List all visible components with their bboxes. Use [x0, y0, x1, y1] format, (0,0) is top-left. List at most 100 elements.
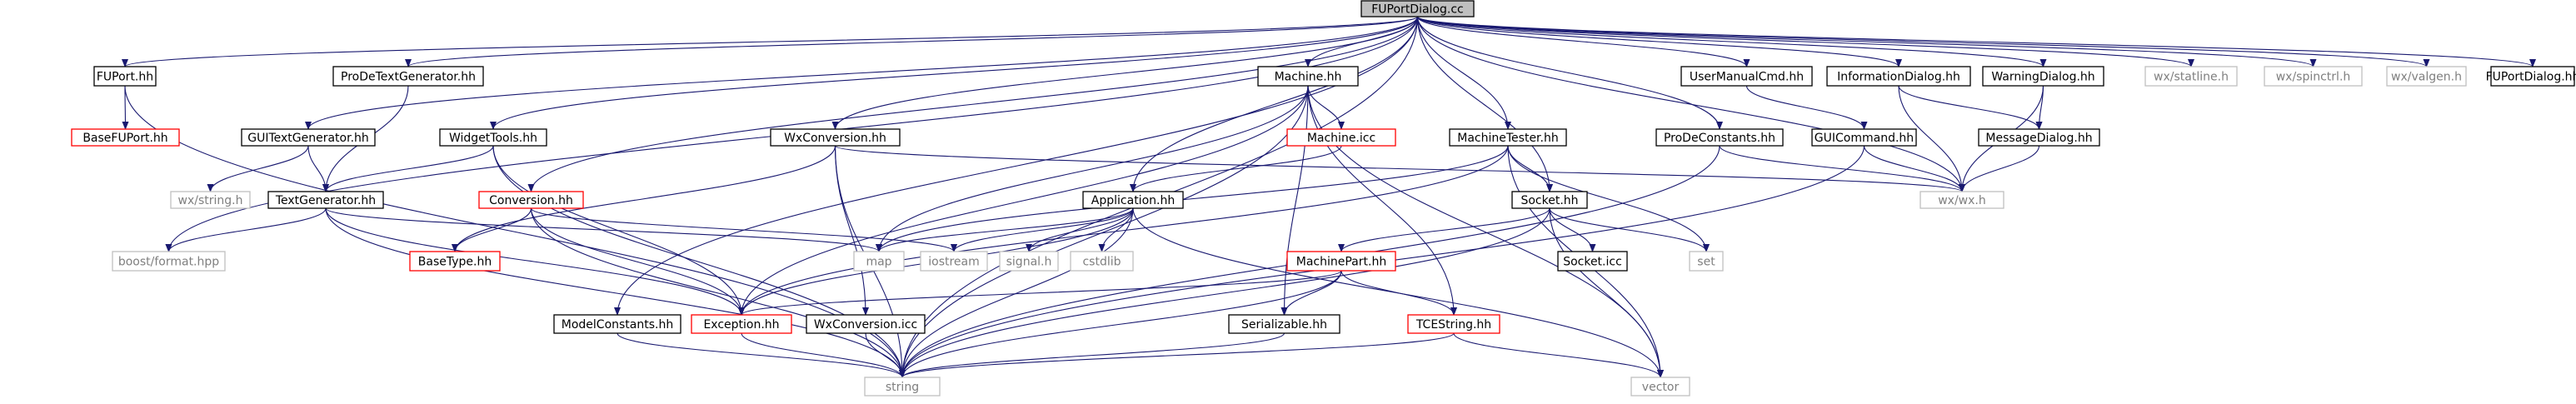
- edge-tcestring-to-string: [899, 332, 1455, 378]
- node-informationdialog-hh[interactable]: InformationDialog.hh: [1826, 66, 1971, 87]
- edge-informationdialog-to-messagedialog: [1898, 85, 2043, 130]
- edge-wxconversion-to-basetype: [452, 145, 836, 252]
- node-wx-string-h: wx/string.h: [170, 191, 251, 209]
- node-label: ModelConstants.hh: [562, 318, 673, 332]
- edge-root-to-fuportdialoghh: [1416, 16, 2536, 67]
- edge-root-to-widgettools: [490, 16, 1419, 130]
- edge-exception-to-string: [741, 332, 906, 378]
- edge-root-to-application: [1130, 16, 1419, 192]
- node-box: [2386, 66, 2467, 87]
- node-wxconversion-icc[interactable]: WxConversion.icc: [806, 314, 926, 334]
- edge-machinetester-to-map: [876, 145, 1509, 252]
- node-label: WxConversion.icc: [814, 318, 917, 332]
- node-socket-icc[interactable]: Socket.icc: [1557, 251, 1628, 272]
- node-label: FUPort.hh: [97, 71, 153, 84]
- node-signal-h: signal.h: [999, 251, 1059, 272]
- node-box: [691, 314, 792, 334]
- node-box: [1680, 66, 1813, 87]
- node-box: [170, 191, 251, 209]
- node-wx-wx-h: wx/wx.h: [1920, 191, 2004, 209]
- node-messagedialog-hh[interactable]: MessageDialog.hh: [1978, 128, 2100, 147]
- edge-machinetester-to-socket: [1507, 145, 1553, 192]
- node-box: [1070, 251, 1134, 272]
- node-box: [920, 251, 988, 272]
- edge-root-to-wxspinctrl: [1416, 16, 2317, 67]
- node-warningdialog-hh[interactable]: WarningDialog.hh: [1982, 66, 2104, 87]
- edge-root-to-guitextgenerator: [305, 16, 1419, 130]
- node-serializable-hh[interactable]: Serializable.hh: [1228, 314, 1340, 334]
- node-label: ProDeConstants.hh: [1664, 132, 1775, 145]
- node-label: set: [1697, 256, 1715, 269]
- node-machine-icc[interactable]: Machine.icc: [1286, 128, 1396, 147]
- edge-modelconstants-to-string: [617, 332, 906, 378]
- node-label: FUPortDialog.cc: [1371, 3, 1464, 17]
- node-label: wx/string.h: [178, 194, 243, 207]
- edge-root-to-wxwx: [1416, 16, 1965, 192]
- node-textgenerator-hh[interactable]: TextGenerator.hh: [267, 191, 384, 209]
- node-usermanualcmd-hh[interactable]: UserManualCmd.hh: [1680, 66, 1813, 87]
- node-label: ProDeTextGenerator.hh: [341, 71, 476, 84]
- node-label: MessageDialog.hh: [1985, 132, 2092, 145]
- node-label: vector: [1642, 381, 1680, 394]
- edge-machine-to-exception: [738, 85, 1309, 316]
- node-box: [2490, 66, 2575, 87]
- edge-socket-to-set: [1549, 207, 1710, 252]
- node-machine-hh[interactable]: Machine.hh: [1257, 66, 1359, 87]
- node-label: MachinePart.hh: [1296, 256, 1386, 269]
- edge-socket-to-string: [899, 207, 1550, 378]
- node-prodetextgenerator-hh[interactable]: ProDeTextGenerator.hh: [332, 66, 484, 87]
- edge-textgenerator-to-string: [325, 207, 906, 378]
- node-wxconversion-hh[interactable]: WxConversion.hh: [770, 128, 901, 147]
- node-box: [999, 251, 1059, 272]
- node-prodeconstants-hh[interactable]: ProDeConstants.hh: [1655, 128, 1784, 147]
- node-vector: vector: [1630, 377, 1690, 397]
- node-box: [1360, 0, 1475, 17]
- node-conversion-hh[interactable]: Conversion.hh: [478, 191, 584, 209]
- edge-guicommand-to-wxwx: [1863, 145, 1965, 192]
- edge-widgettools-to-textgenerator: [322, 145, 494, 192]
- node-box: [1082, 191, 1184, 209]
- node-label: BaseFUPort.hh: [82, 132, 167, 145]
- edge-root-to-conversion: [527, 16, 1419, 192]
- edge-conversion-to-exception: [530, 207, 745, 316]
- edge-conversion-to-string: [530, 207, 906, 378]
- node-guicommand-hh[interactable]: GUICommand.hh: [1811, 128, 1917, 147]
- node-socket-hh[interactable]: Socket.hh: [1511, 191, 1588, 209]
- node-guitextgenerator-hh[interactable]: GUITextGenerator.hh: [241, 128, 376, 147]
- node-string: string: [864, 377, 941, 397]
- node-tcestring-hh[interactable]: TCEString.hh: [1407, 314, 1500, 334]
- edge-root-to-warningdialog: [1416, 16, 2047, 67]
- node-machinetester-hh[interactable]: MachineTester.hh: [1449, 128, 1567, 147]
- edge-machinetester-to-set: [1507, 145, 1710, 252]
- node-box: [1449, 128, 1567, 147]
- node-cstdlib: cstdlib: [1070, 251, 1134, 272]
- node-widgettools-hh[interactable]: WidgetTools.hh: [439, 128, 547, 147]
- edge-root-to-machinetester: [1416, 16, 1511, 130]
- node-application-hh[interactable]: Application.hh: [1082, 191, 1184, 209]
- node-basefuport-hh[interactable]: BaseFUPort.hh: [71, 128, 180, 147]
- edge-root-to-prodeconstants: [1416, 16, 1723, 130]
- node-label: Serializable.hh: [1241, 318, 1327, 332]
- edge-root-to-wxstatline: [1416, 16, 2194, 67]
- node-box: [1920, 191, 2004, 209]
- edge-layer: [122, 16, 2536, 378]
- node-label: Conversion.hh: [489, 194, 573, 207]
- node-fuport-hh[interactable]: FUPort.hh: [93, 66, 157, 87]
- node-box: [332, 66, 484, 87]
- node-machinepart-hh[interactable]: MachinePart.hh: [1286, 251, 1396, 272]
- edge-prodeconstants-to-wxwx: [1719, 145, 1965, 192]
- node-label: Exception.hh: [703, 318, 779, 332]
- node-box: [267, 191, 384, 209]
- node-basetype-hh[interactable]: BaseType.hh: [409, 251, 501, 272]
- node-modelconstants-hh[interactable]: ModelConstants.hh: [553, 314, 681, 334]
- node-exception-hh[interactable]: Exception.hh: [691, 314, 792, 334]
- edge-root-to-socket: [1416, 16, 1553, 192]
- node-fuportdialog-hh[interactable]: FUPortDialog.hh: [2486, 66, 2576, 87]
- node-box: [409, 251, 501, 272]
- node-label: boost/format.hpp: [118, 256, 219, 269]
- edge-wxconversion-to-wxconversionicc: [834, 145, 869, 316]
- node-iostream: iostream: [920, 251, 988, 272]
- edge-root-to-informationdialog: [1416, 16, 1902, 67]
- node-box: [553, 314, 681, 334]
- edge-guitextgenerator-to-textgenerator: [307, 145, 329, 192]
